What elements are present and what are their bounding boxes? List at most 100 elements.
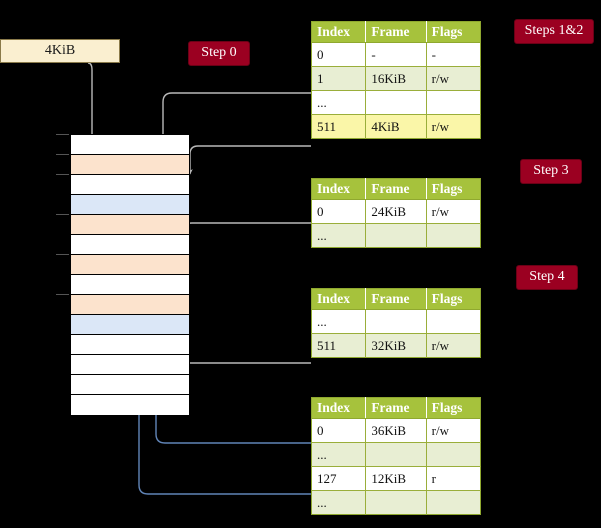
cell-flags: r/w [426,418,481,443]
memory-scale-tick [56,294,69,295]
memory-frame-row [71,375,189,395]
table-header-row: Index Frame Flags [311,288,481,310]
badge-step-0: Step 0 [188,41,250,66]
cell-flags [426,442,481,467]
cell-flags: r/w [426,66,481,91]
cell-frame: - [365,42,427,67]
cell-index: ... [311,90,367,115]
column-header-flags: Flags [426,21,481,43]
table-row: ... [311,223,481,248]
badge-step-3: Step 3 [520,159,582,184]
cell-index: 1 [311,66,367,91]
memory-scale-tick [56,134,69,135]
table-row: ... [311,90,481,115]
memory-column [70,134,190,415]
column-header-frame: Frame [365,397,427,419]
cell-flags: r/w [426,333,481,358]
table-row: ... [311,309,481,334]
cell-flags [426,90,481,115]
memory-frame-row [71,175,189,195]
memory-frame-row [71,355,189,375]
badge-step-4: Step 4 [516,265,578,290]
memory-frame-row [71,395,189,415]
column-header-index: Index [311,288,367,310]
cell-frame [365,90,427,115]
memory-frame-row [71,195,189,215]
column-header-index: Index [311,397,367,419]
wire-pdp-frame-to-memory [180,222,311,273]
memory-frame-row [71,135,189,155]
cell-frame: 36KiB [365,418,427,443]
memory-scale-tick [56,214,69,215]
memory-frame-row [71,315,189,335]
column-header-frame: Frame [365,21,427,43]
cell-index: ... [311,223,367,248]
table-row: 0-- [311,42,481,67]
column-header-flags: Flags [426,397,481,419]
column-header-frame: Frame [365,288,427,310]
cell-index: ... [311,309,367,334]
column-header-index: Index [311,21,367,43]
cell-frame [365,223,427,248]
cell-flags: r/w [426,114,481,139]
cell-flags: r [426,466,481,491]
wire-pd-frame-to-memory [176,307,311,364]
cell-frame: 24KiB [365,199,427,224]
cell-flags [426,223,481,248]
wire-memory-to-pml4 [187,145,311,175]
memory-scale-tick [56,254,69,255]
cell-frame: 16KiB [365,66,427,91]
cell-index: 0 [311,42,367,67]
column-header-flags: Flags [426,178,481,200]
cell-flags [426,490,481,515]
cell-index: 511 [311,114,367,139]
cell-flags [426,309,481,334]
cell-frame: 4KiB [365,114,427,139]
cell-flags: r/w [426,199,481,224]
cell-frame: 12KiB [365,466,427,491]
memory-frame-row [71,215,189,235]
memory-frame-row [71,235,189,255]
cell-frame [365,490,427,515]
cell-flags: - [426,42,481,67]
cell-index: 511 [311,333,367,358]
column-header-frame: Frame [365,178,427,200]
virtual-address-box: 4KiB [0,39,120,63]
table-header-row: Index Frame Flags [311,397,481,419]
virtual-address-label: 4KiB [44,43,76,58]
cell-index: 0 [311,418,367,443]
memory-frame-row [71,295,189,315]
memory-frame-row [71,335,189,355]
column-header-flags: Flags [426,288,481,310]
memory-scale-tick [56,154,69,155]
table-header-row: Index Frame Flags [311,21,481,43]
table-row: ... [311,442,481,467]
cell-index: ... [311,442,367,467]
table-row: ... [311,490,481,515]
cell-index: 127 [311,466,367,491]
cell-index: ... [311,490,367,515]
cell-frame [365,309,427,334]
cell-frame [365,442,427,467]
cell-frame: 32KiB [365,333,427,358]
table-header-row: Index Frame Flags [311,178,481,200]
memory-frame-row [71,255,189,275]
memory-frame-row [71,155,189,175]
memory-scale-tick [56,174,69,175]
cell-index: 0 [311,199,367,224]
